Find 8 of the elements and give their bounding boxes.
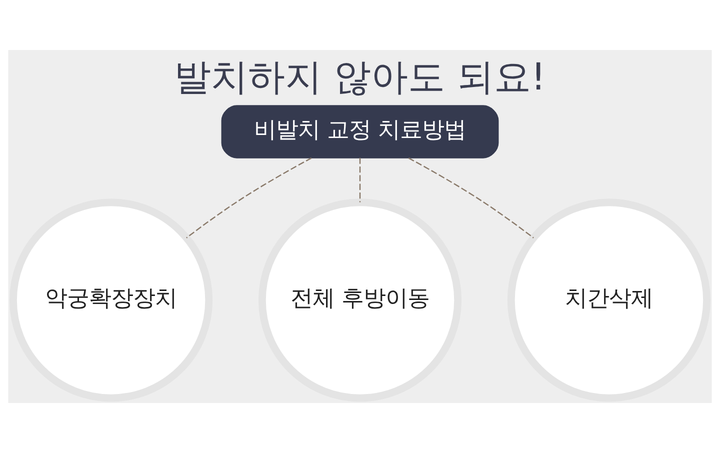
diagram-title: 발치하지 않아도 되요! <box>174 56 546 99</box>
connector <box>186 158 312 238</box>
node-circle: 치간삭제 <box>507 198 711 402</box>
node-circle: 전체 후방이동 <box>258 198 462 402</box>
node-circle: 악궁확장장치 <box>9 198 213 402</box>
connector <box>408 158 534 238</box>
connector <box>359 158 361 202</box>
node-box: 비발치 교정 치료방법 <box>221 105 499 158</box>
